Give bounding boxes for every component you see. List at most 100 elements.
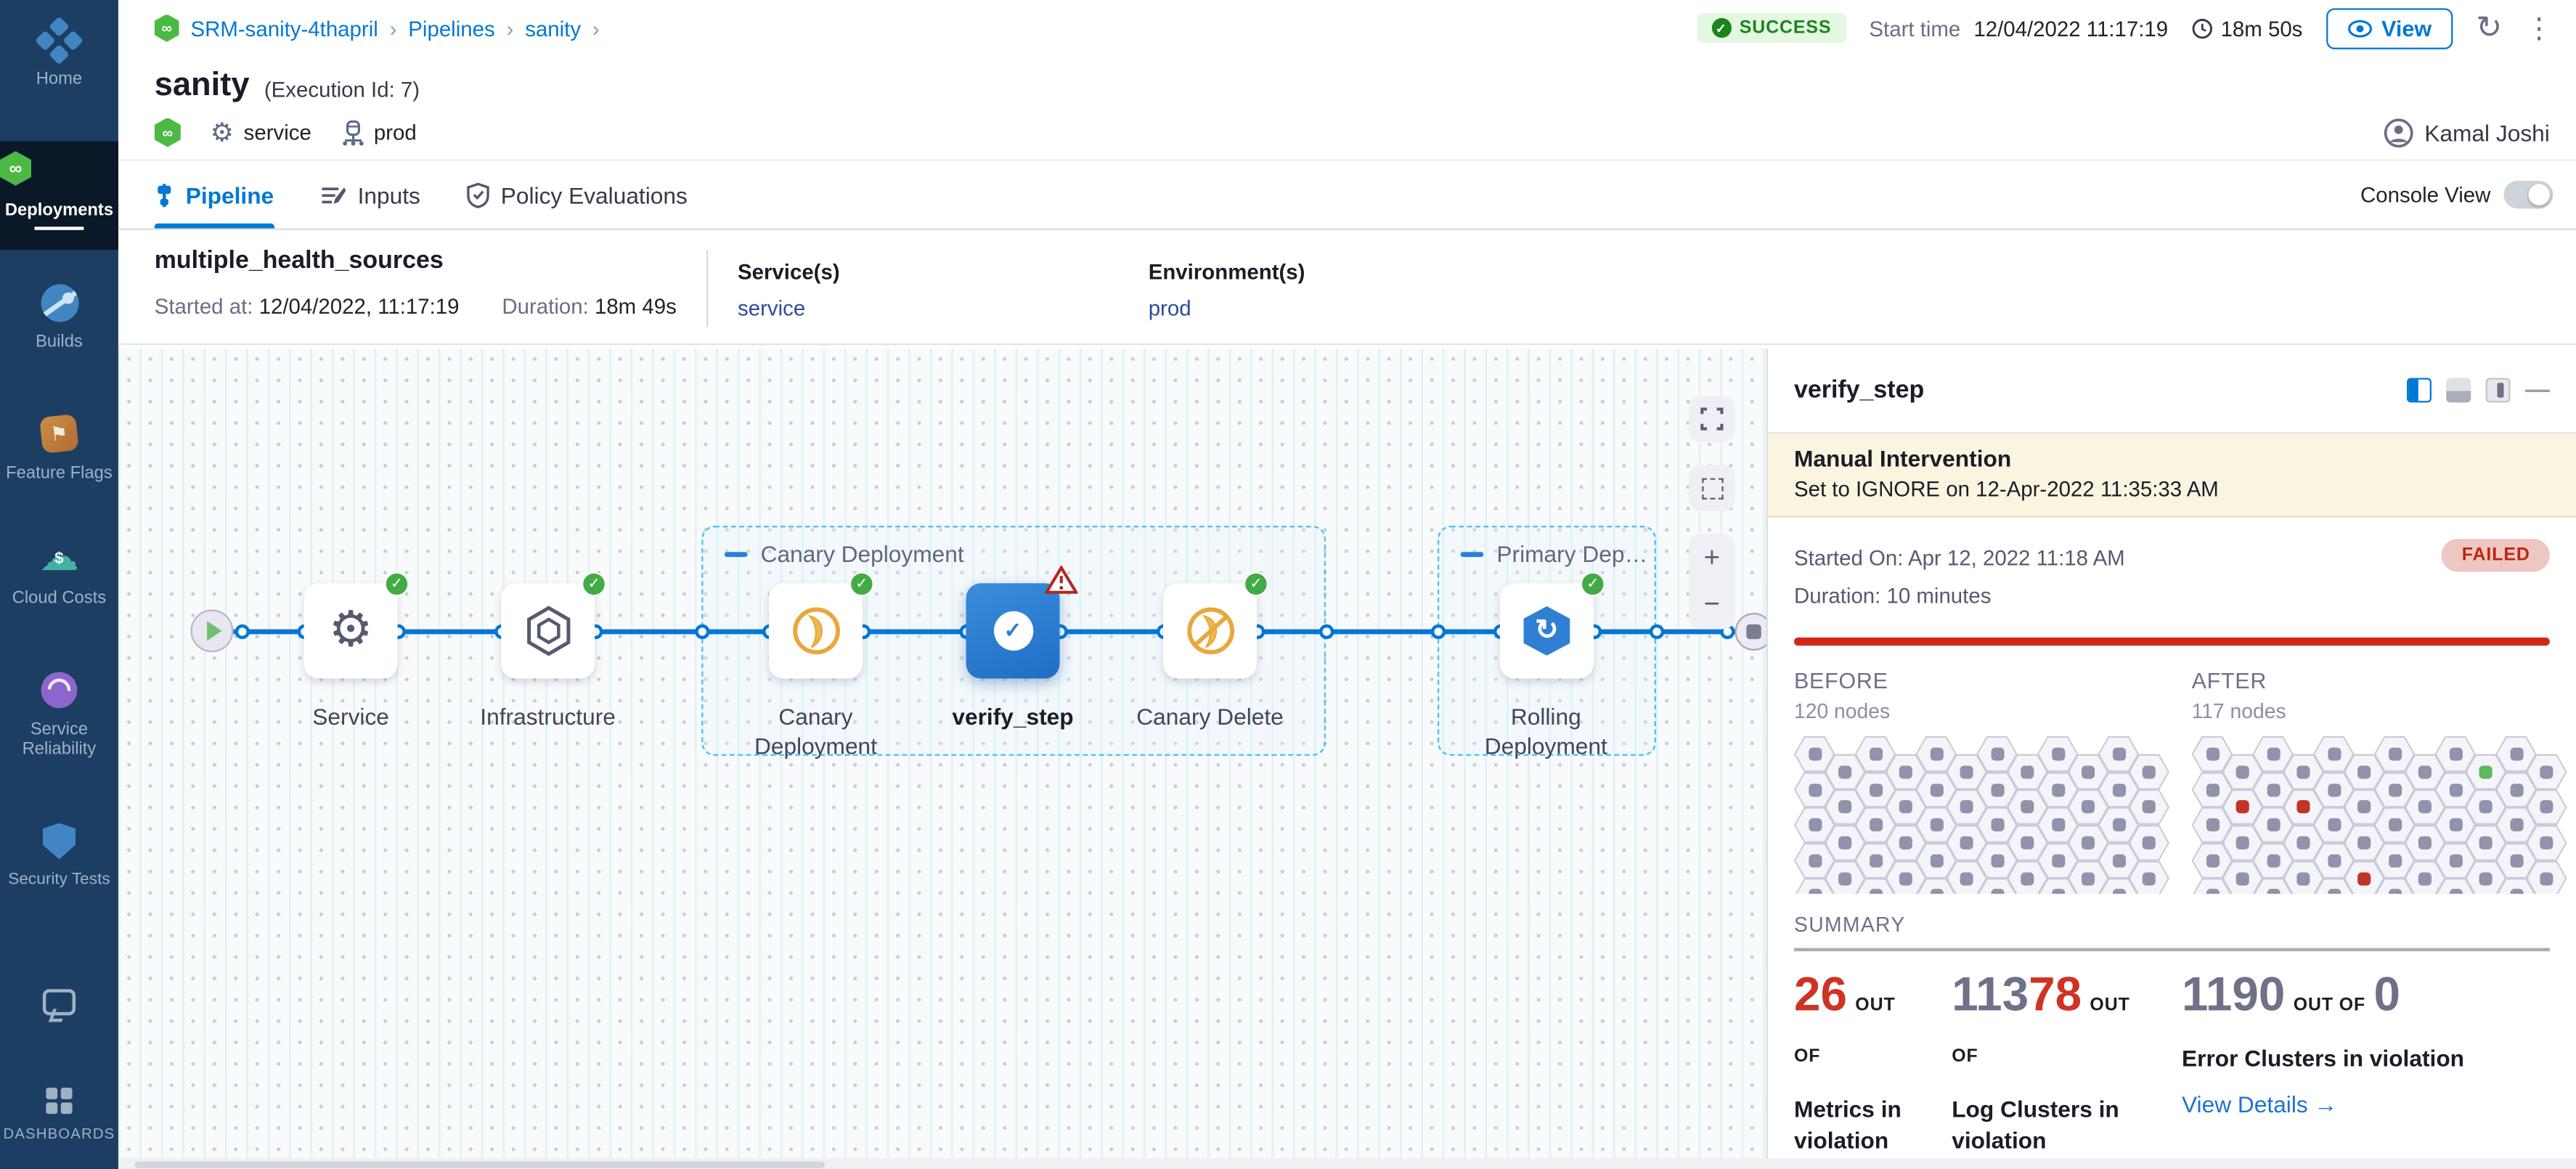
layout-minimized-icon[interactable]: [2485, 378, 2511, 403]
success-check-icon: ✓: [1243, 571, 1268, 597]
sidebar-item-chat[interactable]: [0, 979, 118, 1025]
pipeline-canvas[interactable]: Canary Deployment Primary Deploy... ⚙ ✓: [118, 348, 1766, 1169]
node-rolling-deployment[interactable]: ↻ ✓: [1499, 571, 1605, 679]
layout-right-icon[interactable]: [2407, 378, 2432, 403]
node-hexagon[interactable]: [1854, 878, 1896, 894]
service-tag[interactable]: ⚙ service: [211, 116, 311, 149]
sidebar-item-service-reliability[interactable]: Service Reliability: [0, 667, 118, 759]
banner-title: Manual Intervention: [1793, 445, 2012, 472]
success-check-icon: ✓: [1580, 571, 1605, 597]
node-hexagon[interactable]: [2373, 878, 2416, 894]
node-canary-deployment[interactable]: ✓: [768, 571, 874, 679]
zoom-out-button[interactable]: −: [1703, 588, 1721, 620]
deployments-icon: ∞: [0, 151, 31, 186]
node-canary-delete[interactable]: ✓: [1163, 571, 1268, 679]
marquee-select-button[interactable]: [1689, 465, 1735, 511]
refresh-icon[interactable]: ↻: [2476, 10, 2503, 46]
node-hexagon[interactable]: [1915, 878, 1957, 894]
home-icon: [33, 14, 84, 65]
user-cell[interactable]: Kamal Joshi: [2384, 118, 2550, 147]
collapse-minus-icon: [724, 551, 748, 556]
node-hexagon[interactable]: [1793, 878, 1835, 894]
console-view-toggle[interactable]: [2503, 180, 2553, 209]
sidebar-item-home[interactable]: Home: [0, 14, 118, 89]
console-view-cell: Console View: [2360, 180, 2553, 209]
top-bar: ∞ SRM-sanity-4thapril › Pipelines › sani…: [118, 0, 2576, 56]
scrollbar-thumb[interactable]: [134, 1160, 825, 1168]
group-collapse-primary[interactable]: Primary Deploy...: [1460, 540, 1648, 567]
sidebar-item-deployments[interactable]: ∞ Deployments: [0, 141, 118, 250]
collapse-panel-icon[interactable]: —: [2524, 376, 2550, 404]
tab-inputs[interactable]: Inputs: [320, 161, 420, 229]
node-hexagon[interactable]: [1976, 878, 2018, 894]
pipeline-start-node[interactable]: [190, 609, 234, 653]
layout-bottom-icon[interactable]: [2446, 378, 2471, 403]
node-verify-step[interactable]: ✓: [966, 565, 1078, 679]
node-hexagon[interactable]: [2404, 754, 2446, 790]
node-hexagon[interactable]: [2222, 789, 2264, 826]
execution-id: (Execution Id: 7): [264, 77, 420, 102]
node-label: Canary Deployment: [754, 703, 877, 759]
stage-name[interactable]: multiple_health_sources: [154, 246, 444, 274]
view-details-link[interactable]: View Details →: [2181, 1090, 2338, 1117]
sidebar-item-label: Deployments: [4, 200, 114, 221]
node-hexagon[interactable]: [2313, 878, 2355, 894]
sidebar-item-cloud-costs[interactable]: ☁$ Cloud Costs: [12, 535, 107, 608]
node-hexagon[interactable]: [2495, 878, 2537, 894]
main-area: ∞ SRM-sanity-4thapril › Pipelines › sani…: [118, 0, 2576, 1169]
node-hexagon[interactable]: [2191, 878, 2233, 894]
panel-title: verify_step: [1793, 376, 1925, 404]
before-node-count: 120 nodes: [1793, 699, 1891, 723]
summary-card-label: Error Clusters in violation: [2181, 1044, 2465, 1071]
node-hexagon[interactable]: [2037, 878, 2079, 894]
failed-badge: FAILED: [2442, 539, 2550, 572]
after-node-hexgrid: [2191, 736, 2572, 894]
node-hexagon[interactable]: [2434, 878, 2477, 894]
sidebar-item-security-tests[interactable]: Security Tests: [0, 818, 118, 891]
group-collapse-canary[interactable]: Canary Deployment: [724, 540, 964, 567]
service-gear-icon: ⚙: [328, 603, 373, 658]
node-hexagon[interactable]: [2252, 878, 2294, 894]
fullscreen-button[interactable]: [1689, 396, 1735, 442]
tab-policy-evaluations[interactable]: Policy Evaluations: [466, 161, 688, 229]
sidebar-item-feature-flags[interactable]: ⚑ Feature Flags: [0, 411, 118, 483]
sidebar-item-dashboards[interactable]: DASHBOARDS: [0, 1084, 118, 1143]
node-hexagon[interactable]: [2098, 878, 2140, 894]
node-label: Infrastructure: [480, 703, 616, 730]
breadcrumb: ∞ SRM-sanity-4thapril › Pipelines › sani…: [154, 14, 600, 42]
connector-point: [1318, 623, 1334, 639]
duration-cell: 18m 50s: [2191, 15, 2302, 40]
zoom-in-button[interactable]: +: [1703, 542, 1721, 574]
services-value[interactable]: service: [737, 296, 806, 321]
step-duration: Duration: 10 minutes: [1793, 583, 1992, 608]
breadcrumb-project[interactable]: SRM-sanity-4thapril: [190, 15, 378, 41]
summary-label: SUMMARY: [1793, 913, 1906, 937]
view-button[interactable]: View: [2326, 7, 2453, 49]
canary-delete-icon: [1186, 607, 1234, 655]
environments-label: Environment(s): [1148, 259, 1305, 285]
horizontal-scrollbar[interactable]: [118, 1158, 2576, 1169]
environment-tag[interactable]: prod: [341, 119, 417, 145]
canary-icon: [792, 607, 839, 655]
node-service[interactable]: ⚙ ✓: [303, 571, 409, 679]
pipeline-end-node[interactable]: [1735, 613, 1766, 651]
node-infrastructure[interactable]: ✓: [501, 571, 606, 679]
node-hexagon[interactable]: [2495, 736, 2537, 773]
breadcrumb-pipeline-name[interactable]: sanity: [525, 15, 582, 41]
kebab-menu-icon[interactable]: ⋮: [2524, 12, 2553, 44]
clock-icon: [2191, 17, 2212, 38]
tab-pipeline[interactable]: Pipeline: [154, 161, 274, 229]
node-hexagon[interactable]: [2434, 771, 2477, 808]
sidebar-item-builds[interactable]: Builds: [0, 280, 118, 351]
environments-value[interactable]: prod: [1148, 296, 1191, 321]
sidebar-item-label: Home: [36, 69, 83, 89]
breadcrumb-pipelines[interactable]: Pipelines: [408, 15, 495, 41]
